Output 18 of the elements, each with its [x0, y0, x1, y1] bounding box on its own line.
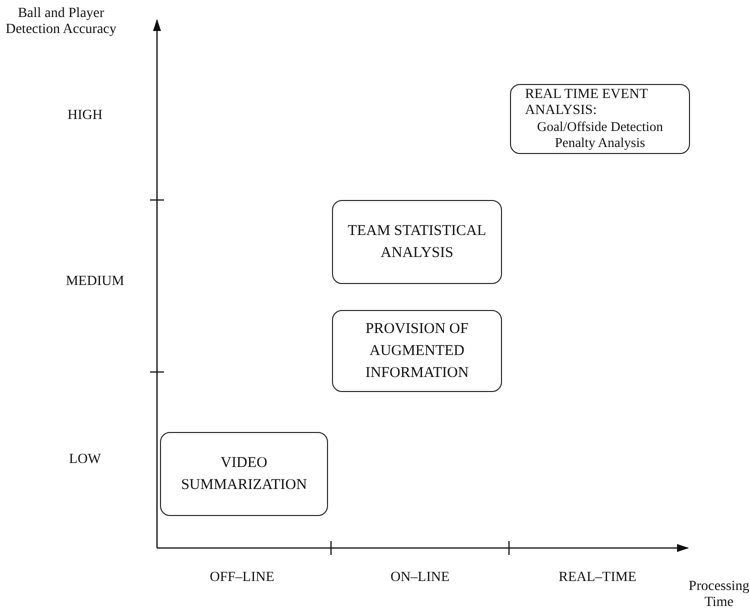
rounded-box: [332, 310, 502, 392]
axis-label: ON–LINE: [389, 570, 451, 586]
rounded-box: [510, 84, 690, 154]
axis-label: LOW: [68, 452, 102, 468]
rounded-box: [160, 432, 328, 516]
box-heading: REAL TIME EVENT ANALYSIS:: [525, 87, 649, 119]
box-text: TEAM STATISTICAL ANALYSIS: [347, 222, 487, 263]
axis-title: Ball and Player Detection Accuracy: [4, 6, 118, 38]
axis-label: MEDIUM: [64, 274, 126, 290]
box-text: Penalty Analysis: [554, 135, 646, 151]
box-text: Goal/Offside Detection: [536, 119, 664, 135]
box-text: VIDEO SUMMARIZATION: [180, 454, 308, 495]
box-text: PROVISION OF AUGMENTED INFORMATION: [364, 320, 470, 383]
axis-label: HIGH: [66, 108, 104, 124]
rounded-box: [332, 200, 502, 284]
axis-label: REAL–TIME: [558, 570, 638, 586]
axis-label: OFF–LINE: [208, 570, 276, 586]
axis-title: Processing Time: [688, 579, 750, 610]
